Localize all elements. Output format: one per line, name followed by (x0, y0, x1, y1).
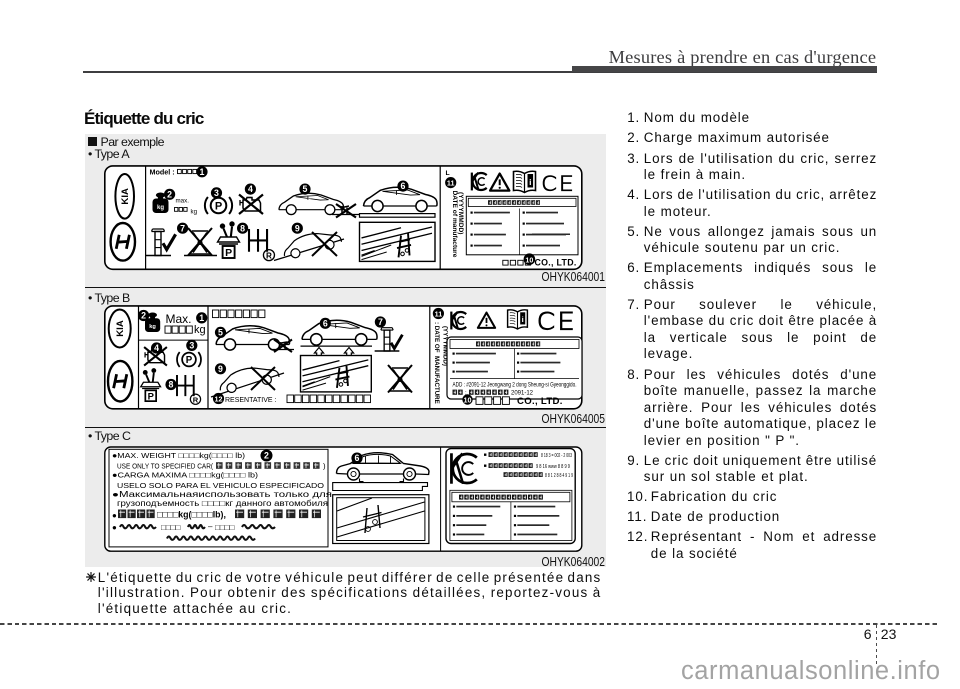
svg-text:Max.: Max. (166, 312, 192, 326)
svg-text:R: R (193, 395, 199, 404)
svg-text:4: 4 (154, 343, 159, 353)
svg-text:KIA: KIA (120, 187, 131, 204)
svg-text:8: 8 (240, 223, 245, 233)
svg-text:□□□□: □□□□ (215, 523, 234, 532)
svg-text:: DATE OF: : DATE OF (433, 322, 440, 353)
svg-text:MANUFACTURE: MANUFACTURE (433, 356, 440, 404)
svg-text:DATE of manufacture: DATE of manufacture (451, 190, 458, 257)
svg-text:USE ONLY TO SPECIFIED CAR(: USE ONLY TO SPECIFIED CAR( (117, 461, 213, 470)
svg-text:9: 9 (295, 223, 300, 233)
svg-text:L: L (446, 170, 450, 177)
svg-text:5: 5 (218, 327, 223, 337)
svg-text:kg: kg (191, 208, 198, 215)
svg-text:6: 6 (323, 318, 328, 328)
svg-text:R: R (266, 251, 272, 260)
svg-text:□□□□: □□□□ (161, 523, 180, 532)
svg-text:●MAX. WEIGHT □□□□kg(□□□□ lb): ●MAX. WEIGHT □□□□kg(□□□□ lb) (112, 451, 245, 460)
svg-text:max.: max. (176, 197, 190, 204)
svg-text:8 8 1 2 8 8 4 9 1 9: 8 8 1 2 8 8 4 9 1 9 (545, 473, 573, 479)
svg-text:Model :: Model : (150, 167, 175, 176)
svg-text:10: 10 (525, 255, 533, 264)
svg-text:(YYYYMMDD): (YYYYMMDD) (457, 192, 464, 235)
svg-text:kg: kg (194, 324, 206, 336)
svg-text:8: 8 (169, 379, 174, 389)
svg-text:●: ● (112, 523, 117, 532)
svg-text:11: 11 (435, 309, 443, 318)
svg-text:(YYYYMMDD): (YYYYMMDD) (441, 326, 448, 366)
svg-text:12: 12 (215, 394, 223, 403)
svg-text:грузоподъемность □□□□кг данног: грузоподъемность □□□□кг данного автомоби… (117, 499, 328, 508)
svg-text:P: P (215, 200, 222, 212)
svg-text:kg: kg (157, 205, 164, 211)
svg-text:6: 6 (355, 453, 360, 463)
svg-text:7: 7 (180, 223, 185, 233)
svg-text:2: 2 (167, 189, 172, 199)
svg-text:P: P (225, 247, 232, 259)
svg-text:KIA: KIA (115, 320, 126, 337)
svg-text:9: 9 (218, 363, 223, 373)
svg-text:CO., LTD.: CO., LTD. (517, 396, 563, 407)
svg-text:10: 10 (464, 395, 472, 404)
svg-text:ADD : #2091-12 Jeongwang 2 don: ADD : #2091-12 Jeongwang 2 dong Sheung-s… (453, 382, 577, 388)
svg-text:7: 7 (378, 317, 383, 327)
svg-text:RESENTATIVE :: RESENTATIVE : (225, 396, 277, 403)
svg-text:●CARGA MAXIMA □□□□kg(□□□□ lb): ●CARGA MAXIMA □□□□kg(□□□□ lb) (112, 470, 259, 479)
svg-text:2: 2 (264, 450, 269, 460)
svg-text:4: 4 (248, 184, 253, 194)
svg-text:11: 11 (447, 178, 455, 187)
svg-text:3: 3 (189, 340, 194, 350)
svg-text:●Максимальнаяиспользовать толь: ●Максимальнаяиспользовать только для (112, 490, 332, 499)
svg-text:): ) (323, 461, 326, 470)
svg-text:1: 1 (199, 313, 204, 323)
svg-text:8 18 3 = 002 - 2 003: 8 18 3 = 002 - 2 003 (541, 453, 572, 459)
svg-text:2091-12: 2091-12 (511, 390, 534, 396)
svg-text:i: i (529, 176, 531, 186)
svg-text:5: 5 (303, 184, 308, 194)
svg-text:kg: kg (149, 324, 156, 330)
svg-text:USELO SOLO PARA EL VEHICULO ES: USELO SOLO PARA EL VEHICULO ESPECIFICADO (117, 481, 324, 490)
svg-text:●: ● (112, 511, 117, 520)
svg-text:3: 3 (214, 188, 219, 198)
svg-text:2: 2 (141, 310, 146, 320)
svg-text:CO., LTD.: CO., LTD. (535, 257, 577, 267)
svg-text:□□□□kg(□□□□lb),: □□□□kg(□□□□lb), (157, 509, 226, 519)
svg-text:1: 1 (200, 166, 205, 176)
svg-text:i: i (522, 315, 524, 324)
svg-text:6: 6 (401, 181, 406, 191)
svg-text::: : (465, 390, 467, 396)
svg-text:P: P (186, 355, 193, 366)
svg-text:9 8 16 www 8 8 9 9: 9 8 16 www 8 8 9 9 (536, 464, 570, 470)
svg-text:–: – (208, 522, 213, 531)
svg-text:P: P (148, 391, 154, 402)
